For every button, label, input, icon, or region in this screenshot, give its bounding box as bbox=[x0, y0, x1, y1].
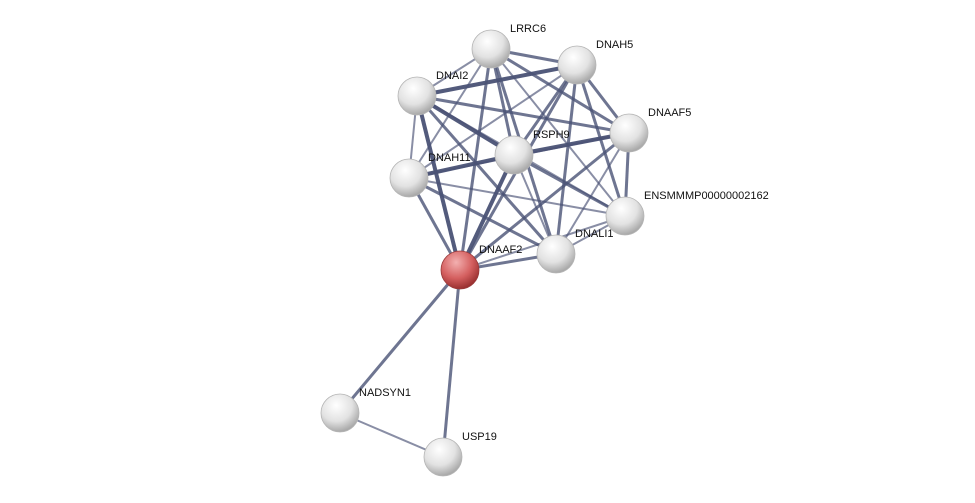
edge-dnah5-dnah11[interactable] bbox=[408, 64, 578, 179]
edge-dnaaf2-nadsyn1[interactable] bbox=[338, 269, 462, 414]
node-lrrc6[interactable]: LRRC6 bbox=[471, 23, 546, 69]
protein-node[interactable] bbox=[389, 158, 429, 198]
edge-dnai2-dnali1[interactable] bbox=[415, 95, 558, 255]
node-label: DNAAF2 bbox=[479, 244, 522, 256]
node-label: RSPH9 bbox=[533, 129, 570, 141]
node-label: LRRC6 bbox=[510, 23, 546, 35]
node-label: DNAH11 bbox=[428, 152, 471, 164]
query-protein-node[interactable] bbox=[440, 250, 480, 290]
node-dnali1[interactable]: DNALI1 bbox=[536, 228, 614, 274]
edge-dnah11-ensmmmp00000002162[interactable] bbox=[408, 177, 626, 217]
node-ensmmmp00000002162[interactable]: ENSMMMP00000002162 bbox=[605, 190, 769, 236]
protein-node[interactable] bbox=[320, 393, 360, 433]
edge-dnah5-ensmmmp00000002162[interactable] bbox=[575, 64, 627, 217]
edge-dnah5-dnali1[interactable] bbox=[554, 64, 579, 255]
node-dnah5[interactable]: DNAH5 bbox=[557, 39, 633, 85]
node-label: DNAH5 bbox=[596, 39, 633, 51]
edge-rsph9-ensmmmp00000002162[interactable] bbox=[513, 153, 626, 218]
edge-dnaaf2-usp19[interactable] bbox=[441, 269, 462, 458]
edge-rsph9-dnaaf2[interactable] bbox=[458, 154, 516, 271]
node-label: DNALI1 bbox=[575, 228, 614, 240]
node-dnaaf5[interactable]: DNAAF5 bbox=[609, 107, 691, 153]
edge-dnah11-dnali1[interactable] bbox=[408, 176, 557, 256]
protein-node[interactable] bbox=[423, 437, 463, 477]
node-dnai2[interactable]: DNAI2 bbox=[397, 70, 468, 116]
edge-lrrc6-dnaaf2[interactable] bbox=[458, 48, 493, 271]
protein-node[interactable] bbox=[471, 29, 511, 69]
node-rsph9[interactable]: RSPH9 bbox=[494, 129, 570, 175]
nodes-layer: LRRC6DNAH5DNAI2DNAAF5RSPH9DNAH11ENSMMMP0… bbox=[320, 23, 769, 477]
protein-node[interactable] bbox=[397, 76, 437, 116]
edge-dnah5-dnai2[interactable] bbox=[416, 63, 578, 98]
node-label: ENSMMMP00000002162 bbox=[644, 190, 769, 202]
node-label: NADSYN1 bbox=[359, 387, 411, 399]
node-label: DNAI2 bbox=[436, 70, 468, 82]
protein-node[interactable] bbox=[605, 196, 645, 236]
node-dnaaf2[interactable]: DNAAF2 bbox=[440, 244, 522, 290]
protein-node[interactable] bbox=[494, 135, 534, 175]
node-nadsyn1[interactable]: NADSYN1 bbox=[320, 387, 411, 433]
node-usp19[interactable]: USP19 bbox=[423, 431, 497, 477]
node-label: USP19 bbox=[462, 431, 497, 443]
edge-lrrc6-dnah11[interactable] bbox=[408, 48, 492, 179]
edge-dnai2-dnaaf5[interactable] bbox=[416, 94, 630, 135]
protein-node[interactable] bbox=[609, 113, 649, 153]
protein-node[interactable] bbox=[557, 45, 597, 85]
protein-node[interactable] bbox=[536, 234, 576, 274]
node-dnah11[interactable]: DNAH11 bbox=[389, 152, 471, 198]
node-label: DNAAF5 bbox=[648, 107, 691, 119]
